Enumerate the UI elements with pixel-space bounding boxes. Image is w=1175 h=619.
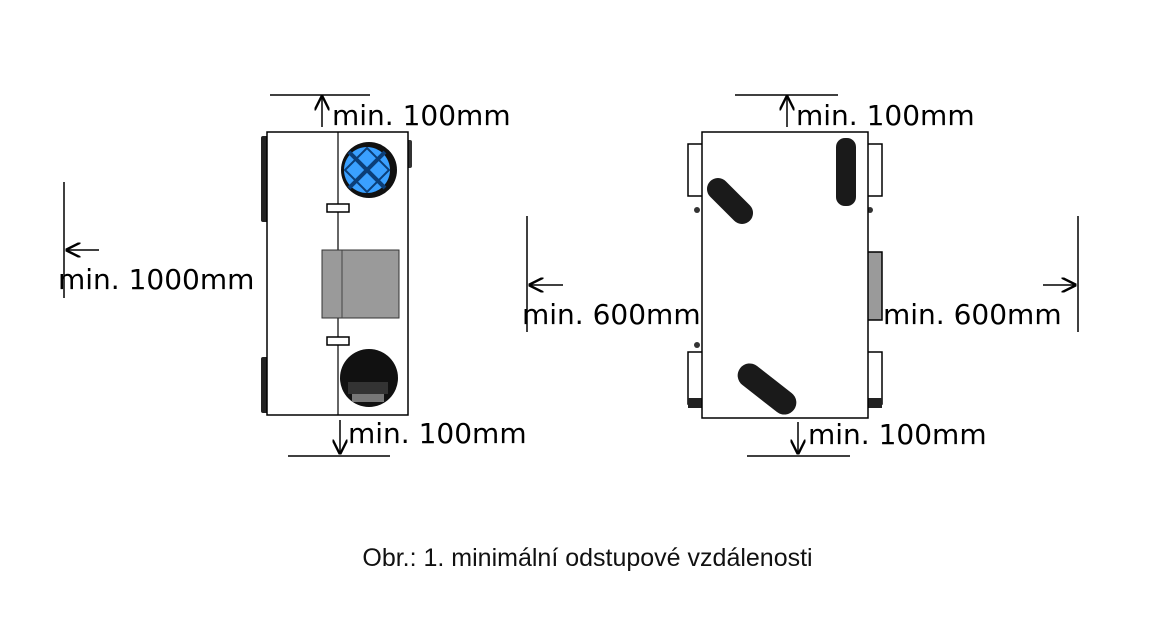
left-bottom-clearance-label: min. 100mm [348,417,527,450]
right-top-clearance-label: min. 100mm [796,99,975,132]
left-front-clearance-label: min. 1000mm [58,263,254,296]
right-bottom-clearance-label: min. 100mm [808,418,987,451]
right-view-right-clearance-label: min. 600mm [883,298,1062,331]
left-unit-side-view [261,131,412,416]
bottom-port-icon [340,349,398,407]
figure-caption: Obr.: 1. minimální odstupové vzdálenosti [362,544,813,572]
right-unit-top-view [687,131,883,419]
fan-icon [341,142,397,198]
left-top-clearance-label: min. 100mm [332,99,511,132]
right-view-left-clearance-label: min. 600mm [522,298,701,331]
